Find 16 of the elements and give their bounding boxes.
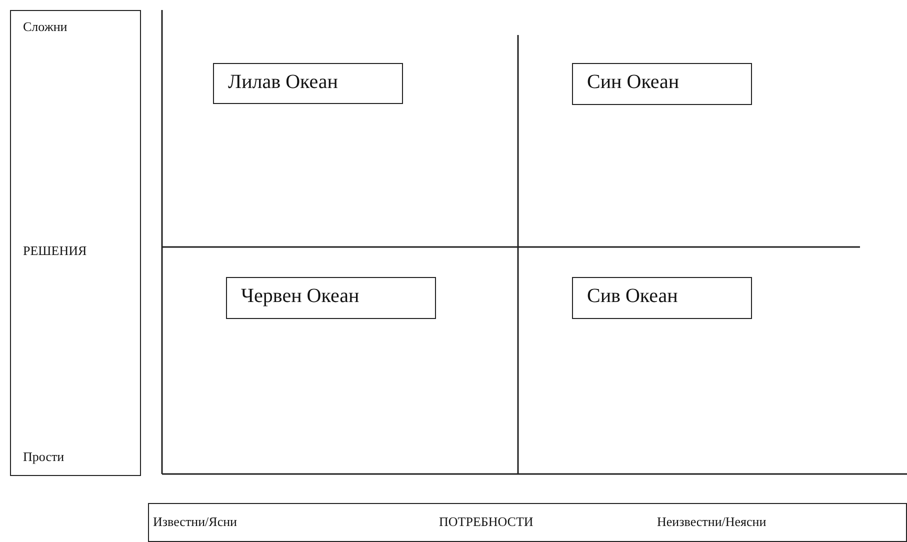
quadrant-box [572, 277, 752, 319]
quadrant-label: Лилав Океан [228, 71, 338, 94]
axis-label-panel [148, 503, 907, 542]
quadrant-label: Червен Океан [241, 285, 360, 308]
axis-end-label: Сложни [23, 19, 68, 35]
axis-title: ПОТРЕБНОСТИ [439, 514, 534, 530]
axis-end-label: Известни/Ясни [153, 514, 238, 530]
axis-end-label: Неизвестни/Неясни [657, 514, 766, 530]
quadrant-box [226, 277, 436, 319]
quadrant-box [572, 63, 752, 105]
quadrant-label: Син Океан [587, 71, 680, 94]
axis-title: РЕШЕНИЯ [23, 243, 87, 259]
quadrant-label: Сив Океан [587, 285, 678, 308]
axis-end-label: Прости [23, 449, 64, 465]
quadrant-box [213, 63, 403, 104]
axis-label-panel [10, 10, 141, 476]
